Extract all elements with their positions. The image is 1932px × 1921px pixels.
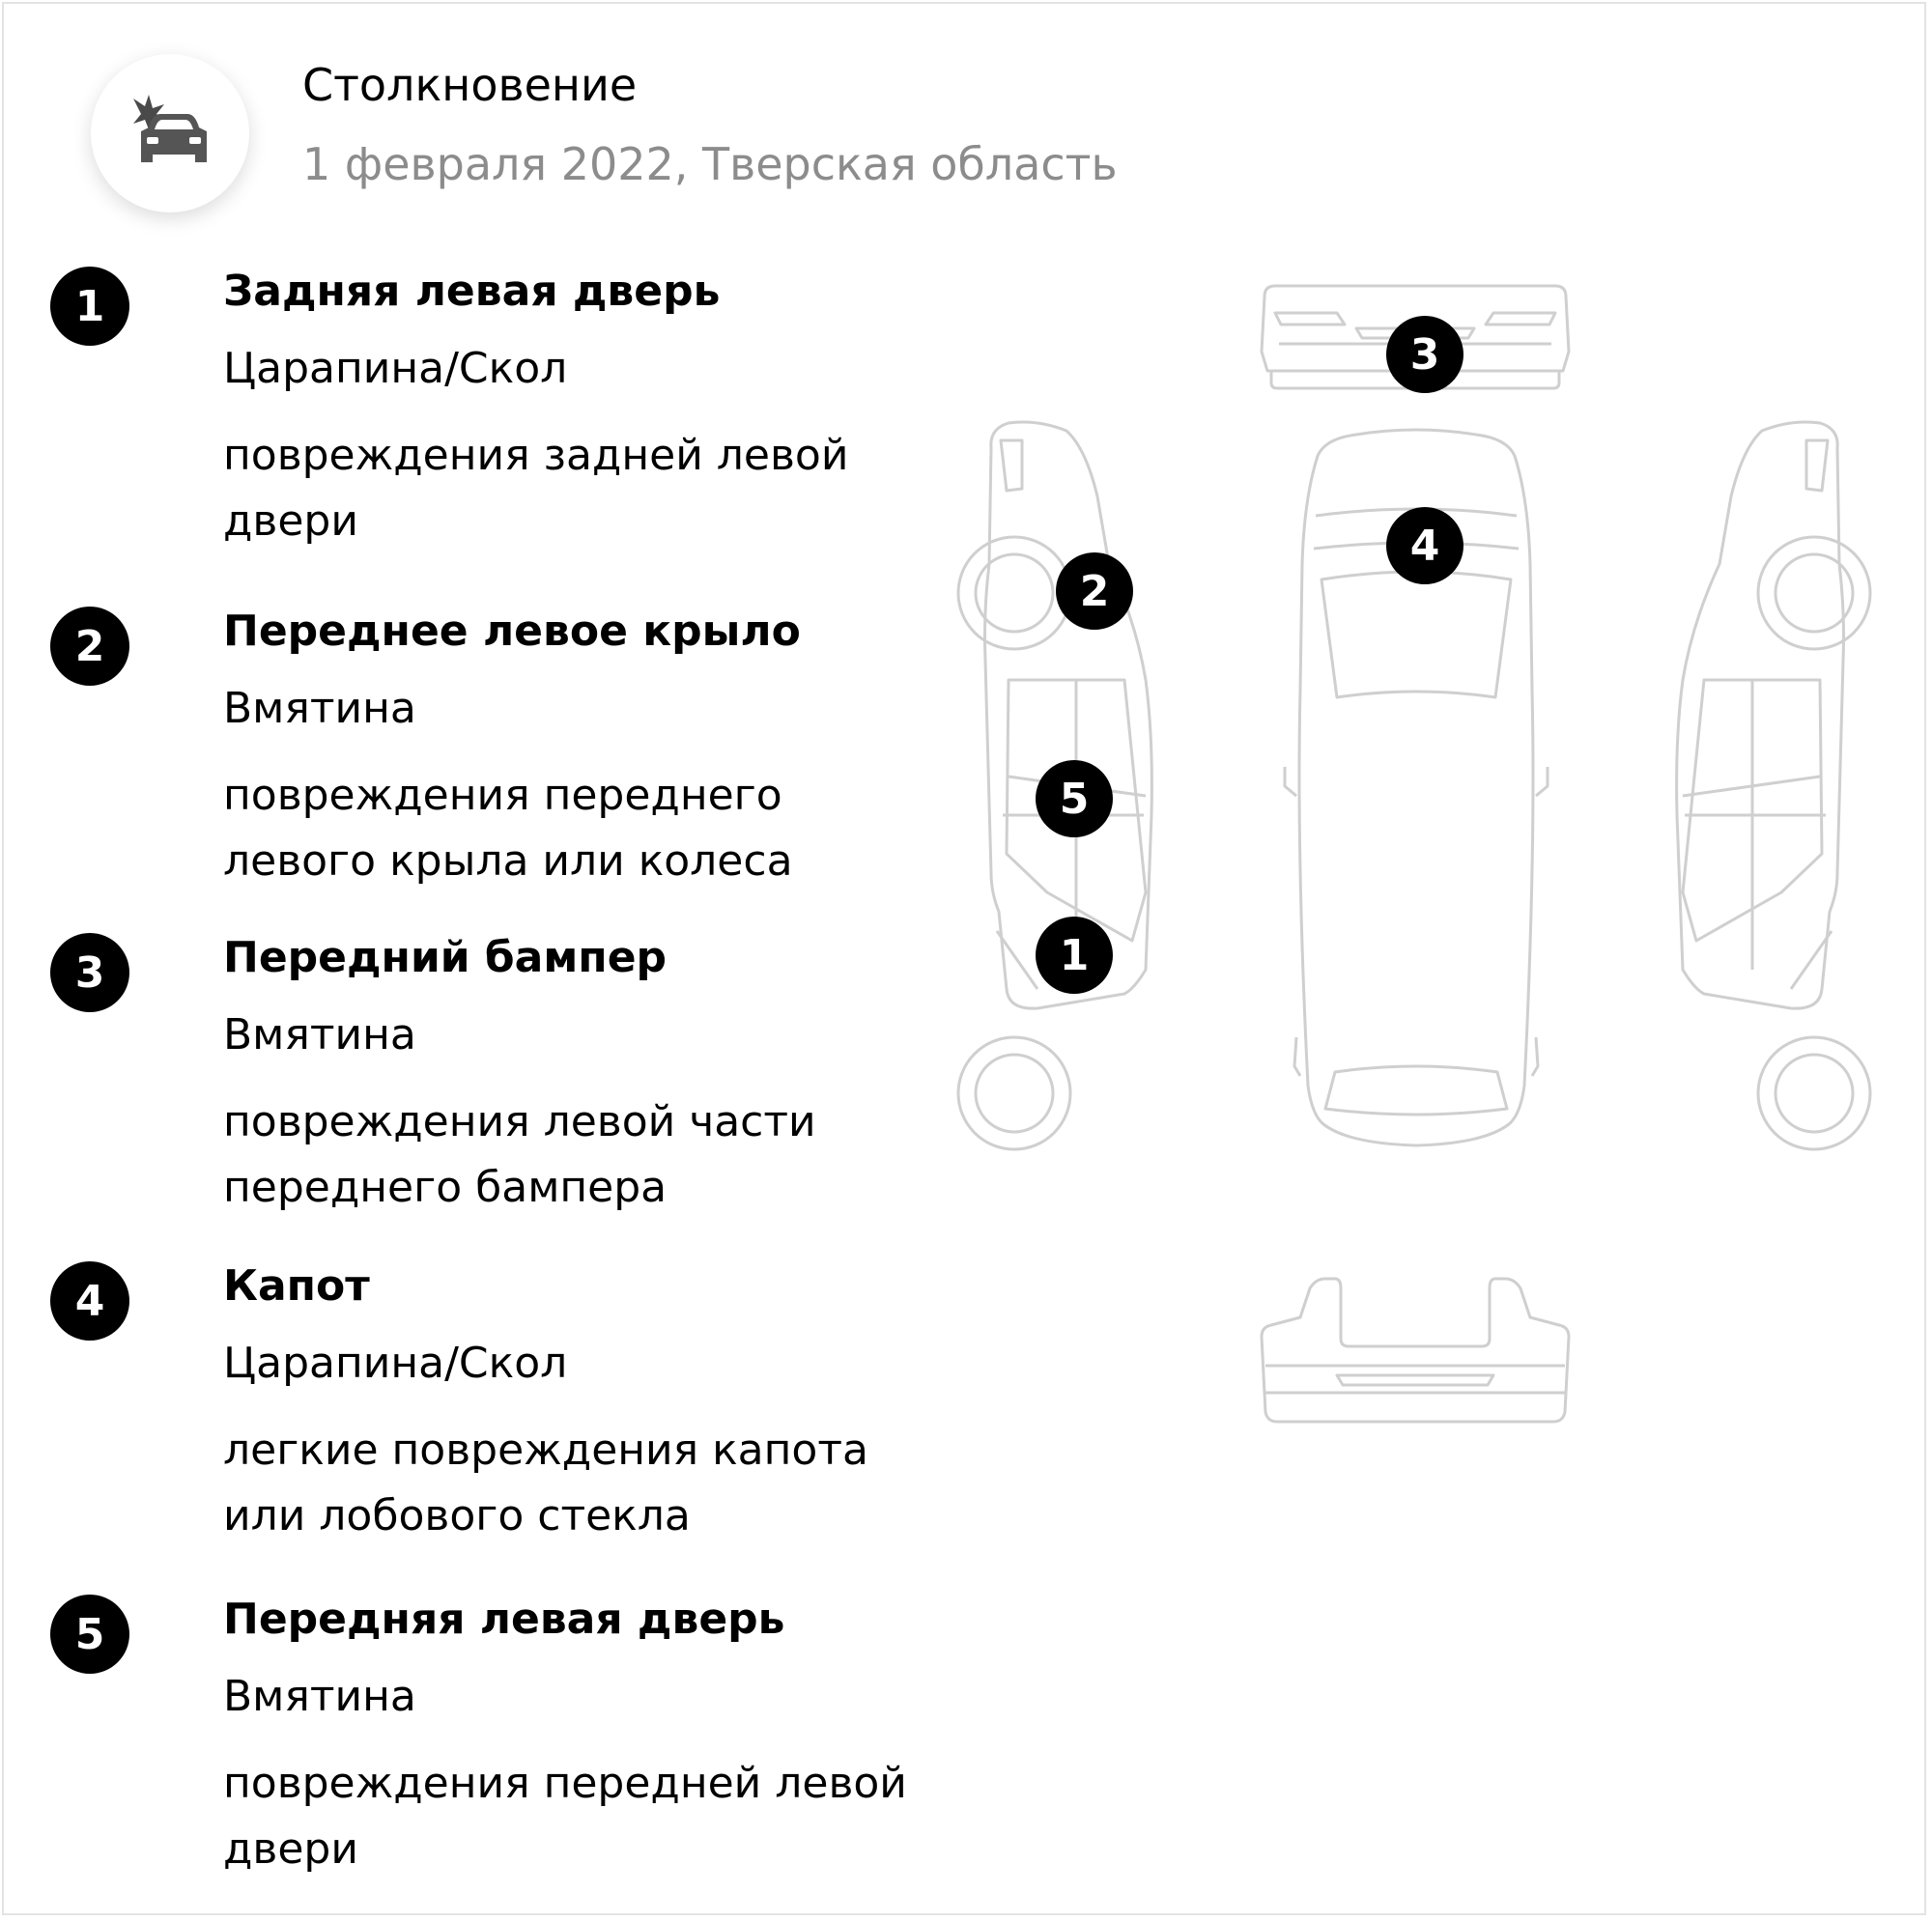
car-right-side-outline <box>1675 420 1872 1151</box>
part-name: Задняя левая дверь <box>223 267 721 316</box>
part-name: Передний бампер <box>223 933 668 982</box>
damage-marker-hood[interactable]: 4 <box>1386 507 1463 584</box>
damage-description: повреждения переднего левого крыла или к… <box>223 771 793 886</box>
damage-marker-rear-left-door[interactable]: 1 <box>1036 917 1113 994</box>
damage-marker-front-left-door[interactable]: 5 <box>1036 760 1113 837</box>
part-name: Передняя левая дверь <box>223 1595 785 1644</box>
car-crash-icon <box>91 54 249 212</box>
damage-number-badge: 2 <box>50 607 129 686</box>
rear-bumper-outline <box>1260 1277 1571 1424</box>
damage-description: повреждения передней левой двери <box>223 1759 907 1874</box>
damage-type: Вмятина <box>223 684 416 733</box>
car-outline-drawing <box>956 284 1872 1424</box>
damage-description: повреждения левой части переднего бампер… <box>223 1097 816 1212</box>
event-title: Столкновение <box>302 59 638 111</box>
damage-type: Вмятина <box>223 1672 416 1721</box>
damage-number-badge: 3 <box>50 933 129 1012</box>
damage-type: Царапина/Скол <box>223 344 568 393</box>
damage-number-badge: 5 <box>50 1595 129 1674</box>
damage-marker-front-bumper[interactable]: 3 <box>1386 316 1463 393</box>
damage-number-badge: 4 <box>50 1261 129 1341</box>
event-date-location: 1 февраля 2022, Тверская область <box>302 138 1118 190</box>
part-name: Переднее левое крыло <box>223 607 801 656</box>
damage-type: Вмятина <box>223 1010 416 1059</box>
damage-number-badge: 1 <box>50 267 129 346</box>
car-damage-diagram: 3 4 2 5 1 <box>931 274 1897 1472</box>
damage-marker-front-left-fender[interactable]: 2 <box>1056 552 1133 630</box>
part-name: Капот <box>223 1261 370 1311</box>
damage-description: легкие повреждения капота или лобового с… <box>223 1426 868 1540</box>
damage-description: повреждения задней левой двери <box>223 431 849 546</box>
damage-type: Царапина/Скол <box>223 1339 568 1388</box>
